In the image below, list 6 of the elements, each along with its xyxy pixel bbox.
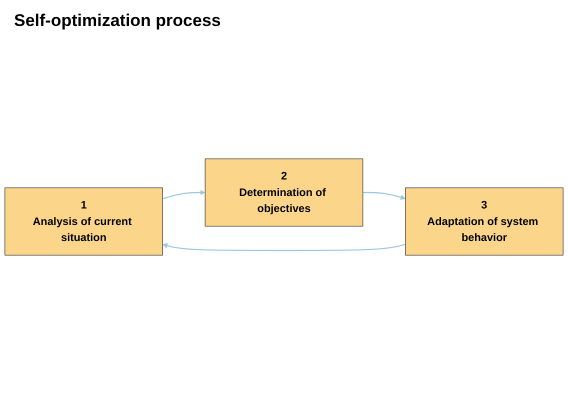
arrow: [162, 244, 406, 252]
arrow: [162, 190, 206, 200]
node-box: 1 Analysis of current situation: [4, 188, 163, 256]
node-box: 2 Determination of objectives: [204, 159, 364, 227]
arrow: [362, 192, 406, 200]
node-box: 3 Adaptation of system behavior: [405, 188, 564, 256]
